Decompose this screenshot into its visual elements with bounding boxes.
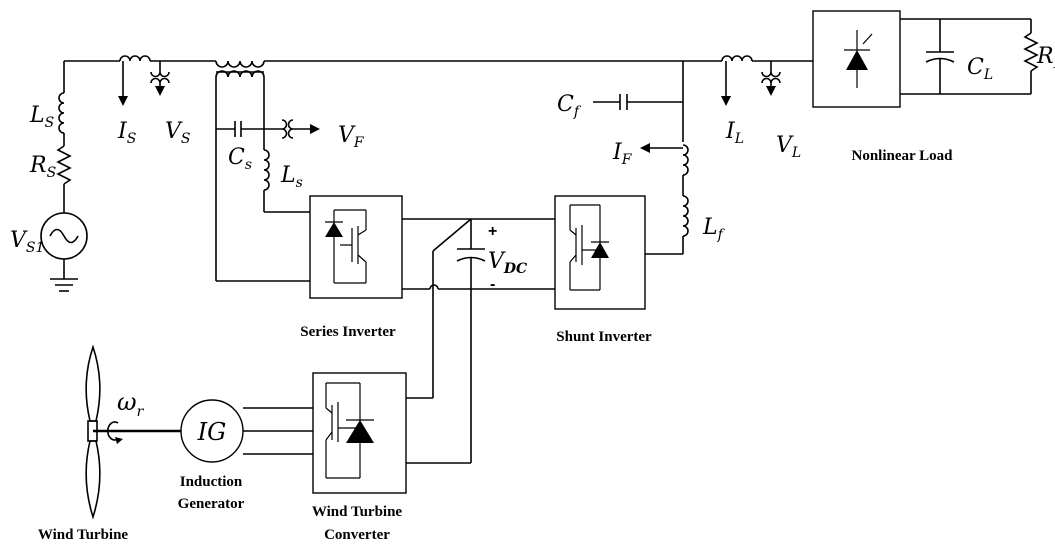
label-vdc: VDC [488,249,527,277]
wind-turbine-label: Wind Turbine [38,527,129,543]
label-rl: RL [1036,44,1055,72]
label-lf: Lf [702,215,726,243]
series-inverter [309,195,403,299]
component-labels: Nonlinear Load Series Inverter Shunt Inv… [38,148,953,543]
label-vs: VS [165,119,190,147]
series-inverter-label: Series Inverter [300,324,396,340]
load-sensor [721,61,781,106]
symbol-labels: LS RS VS1 IS VS Cs Ls VF Cf IF Lf IL VL … [10,44,1055,446]
main-bus [64,55,813,68]
source-branch [40,61,88,292]
label-cl: CL [967,55,993,83]
label-cs: Cs [228,145,252,173]
label-ig: IG [197,418,227,446]
label-if: IF [612,140,633,168]
label-ls-filter: Ls [280,163,303,191]
source-current-sensor [118,61,170,106]
generator-wiring [93,399,313,463]
nonlinear-load [812,10,1039,108]
shunt-inverter [554,195,683,310]
label-vf: VF [338,123,365,151]
label-omega: ωr [117,388,145,420]
label-minus: - [490,276,495,293]
label-ls: LS [29,103,54,131]
dc-link [402,218,555,464]
label-rs: RS [29,153,56,181]
shunt-inverter-label: Shunt Inverter [556,329,652,345]
label-plus: + [488,223,497,240]
nonlinear-load-label: Nonlinear Load [852,148,954,164]
label-vs1: VS1 [10,228,44,256]
label-cf: Cf [557,92,582,120]
shunt-filter [593,61,689,254]
label-il: IL [725,119,744,147]
induction-generator-label-2: Generator [178,496,245,512]
induction-generator-label-1: Induction [180,474,243,490]
wind-turbine-converter-label-1: Wind Turbine [312,504,403,520]
label-vl: VL [776,133,801,161]
label-is: IS [117,119,136,147]
wind-turbine-converter [312,372,407,494]
wind-turbine-converter-label-2: Converter [324,527,390,543]
wind-turbine-icon [85,344,123,520]
series-transformer [215,70,320,282]
